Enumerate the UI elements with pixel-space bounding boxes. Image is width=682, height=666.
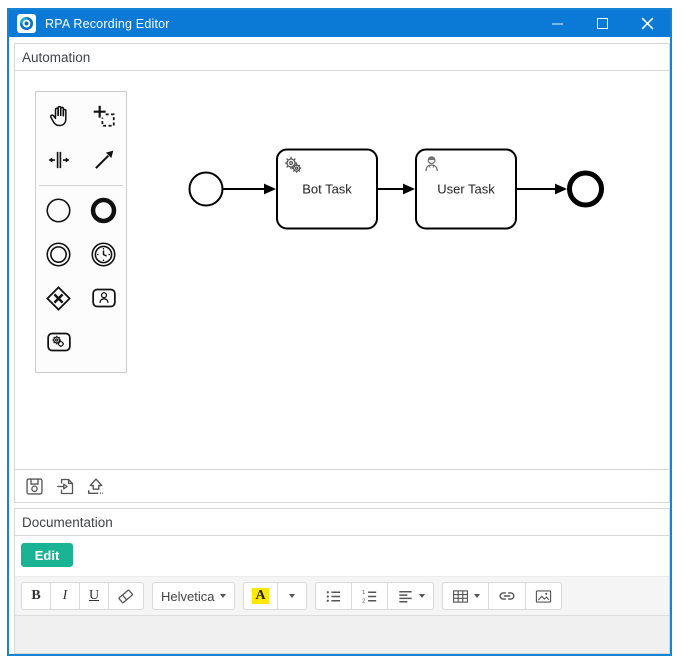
window-title: RPA Recording Editor: [45, 16, 170, 31]
font-family-value: Helvetica: [161, 588, 215, 604]
bullet-list-icon: [326, 590, 340, 602]
svg-text:2: 2: [362, 598, 365, 604]
numbered-list-icon: 1 2: [362, 590, 376, 604]
upload-icon[interactable]: [84, 474, 108, 498]
font-family-dropdown[interactable]: Helvetica: [152, 582, 236, 610]
create-gateway-icon[interactable]: [36, 276, 81, 320]
gears-icon: [284, 156, 302, 173]
documentation-title: Documentation: [22, 514, 113, 530]
paragraph-align-dropdown[interactable]: [386, 582, 434, 610]
create-bot-task-icon[interactable]: [36, 320, 81, 364]
app-logo-icon: [17, 14, 36, 33]
documentation-editor-area: [15, 615, 669, 653]
sequence-flow-1[interactable]: [223, 183, 277, 195]
underline-button[interactable]: U: [79, 582, 109, 610]
close-button-icon[interactable]: [625, 10, 670, 37]
titlebar[interactable]: RPA Recording Editor: [9, 10, 670, 37]
space-tool-icon[interactable]: [36, 138, 81, 182]
automation-panel: Automation: [14, 43, 670, 503]
chevron-down-icon: [288, 594, 295, 598]
link-icon: [499, 592, 515, 600]
link-button[interactable]: [487, 582, 526, 610]
bpmn-diagram: Bot Task: [188, 148, 604, 230]
create-end-event-icon[interactable]: [81, 188, 126, 232]
bold-button[interactable]: B: [21, 582, 51, 610]
color-group: A: [243, 582, 307, 610]
remove-format-button[interactable]: [108, 582, 144, 610]
rpa-recording-editor-window: RPA Recording Editor Automation: [7, 8, 672, 656]
ordered-list-button[interactable]: 1 2: [350, 582, 388, 610]
bot-task-node[interactable]: Bot Task: [276, 148, 378, 230]
italic-button[interactable]: I: [50, 582, 80, 610]
table-dropdown[interactable]: [441, 582, 489, 610]
list-group: 1 2: [314, 582, 434, 610]
font-color-dropdown[interactable]: [276, 582, 307, 610]
create-timer-event-icon[interactable]: [81, 232, 126, 276]
svg-text:1: 1: [362, 590, 365, 596]
align-icon: [398, 590, 412, 602]
eraser-icon: [118, 589, 133, 604]
picture-button[interactable]: [524, 582, 562, 610]
bot-task-label: Bot Task: [302, 182, 352, 197]
table-icon: [452, 589, 468, 603]
chevron-down-icon: [220, 594, 227, 598]
rich-text-toolbar: B I U: [15, 576, 669, 615]
insert-group: [441, 582, 562, 610]
create-start-event-icon[interactable]: [36, 188, 81, 232]
automation-header: Automation: [15, 44, 669, 71]
import-icon[interactable]: [53, 474, 77, 498]
bpmn-canvas[interactable]: Bot Task: [15, 71, 669, 469]
documentation-body: Edit: [15, 536, 669, 576]
lasso-tool-icon[interactable]: [81, 94, 126, 138]
font-group: Helvetica: [152, 582, 236, 610]
documentation-header: Documentation: [15, 509, 669, 536]
user-task-node[interactable]: User Task: [415, 148, 517, 230]
hand-tool-icon[interactable]: [36, 94, 81, 138]
sequence-flow-2[interactable]: [377, 183, 415, 195]
save-icon[interactable]: [22, 474, 46, 498]
create-intermediate-event-icon[interactable]: [36, 232, 81, 276]
palette-separator: [39, 185, 123, 186]
font-color-letter: A: [252, 588, 269, 604]
picture-icon: [535, 589, 551, 603]
window-body: Automation: [9, 37, 670, 654]
sequence-flow-3[interactable]: [516, 183, 567, 195]
automation-title: Automation: [22, 49, 91, 65]
create-user-task-icon[interactable]: [81, 276, 126, 320]
start-event-node[interactable]: [188, 171, 224, 207]
style-group: B I U: [21, 582, 144, 610]
end-event-node[interactable]: [567, 170, 604, 208]
global-connect-tool-icon[interactable]: [81, 138, 126, 182]
tool-palette: [35, 91, 127, 373]
edit-button[interactable]: Edit: [21, 543, 73, 567]
chevron-down-icon: [418, 594, 425, 598]
person-icon: [425, 156, 438, 172]
unordered-list-button[interactable]: [314, 582, 352, 610]
automation-footer: [15, 469, 669, 502]
user-task-label: User Task: [437, 182, 495, 197]
chevron-down-icon: [473, 594, 480, 598]
maximize-button-icon[interactable]: [580, 10, 625, 37]
font-color-button[interactable]: A: [243, 582, 278, 610]
minimize-button-icon[interactable]: [535, 10, 580, 37]
documentation-panel: Documentation Edit B I U: [14, 508, 670, 654]
